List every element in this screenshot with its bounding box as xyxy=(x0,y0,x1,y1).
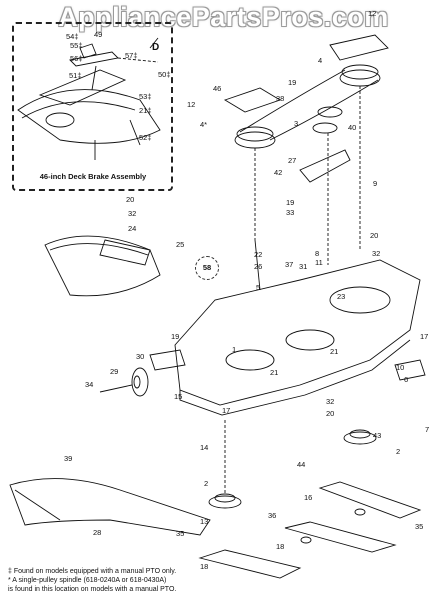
part-label: 50‡ xyxy=(158,70,171,79)
part-label: 44 xyxy=(297,460,306,469)
part-label: 12 xyxy=(368,9,377,18)
pulleys-belt-drawing xyxy=(223,34,389,265)
deck-housing-drawing xyxy=(149,239,426,416)
part-label: 4 xyxy=(318,56,323,65)
part-label: 25 xyxy=(176,240,185,249)
part-label: 3 xyxy=(294,119,299,128)
part-label: 21‡ xyxy=(139,106,152,115)
part-label: 52‡ xyxy=(139,133,152,142)
part-label: 16 xyxy=(304,493,313,502)
part-label: 11 xyxy=(315,258,323,267)
callout-circle-58: 58 xyxy=(195,256,219,280)
part-label: 18 xyxy=(276,542,285,551)
part-label: 31 xyxy=(299,262,308,271)
footnote: ‡ Found on models equipped with a manual… xyxy=(8,568,177,575)
part-label: 17 xyxy=(420,332,429,341)
part-label: 12 xyxy=(187,100,196,109)
part-label: 19 xyxy=(288,78,297,87)
part-label: 29 xyxy=(110,367,119,376)
inset-title: 46-inch Deck Brake Assembly xyxy=(39,172,147,181)
part-label: 8 xyxy=(315,249,320,258)
footnote: is found in this location on models with… xyxy=(8,586,177,593)
part-label: 37 xyxy=(285,260,294,269)
part-label: 51‡ xyxy=(69,71,82,80)
part-label: 22 xyxy=(254,250,263,259)
part-label: 39 xyxy=(64,454,73,463)
part-label: 54‡ xyxy=(66,32,79,41)
part-label: 2 xyxy=(396,447,401,456)
part-label: 23 xyxy=(337,292,346,301)
part-label: 32 xyxy=(326,397,335,406)
part-label: 20 xyxy=(126,195,135,204)
part-label: 18 xyxy=(200,562,209,571)
part-label: 20 xyxy=(370,231,379,240)
part-label: 42 xyxy=(274,168,283,177)
part-label: 4* xyxy=(200,120,208,129)
part-label: 35 xyxy=(176,529,185,538)
part-label: 21 xyxy=(330,347,339,356)
part-label: 49 xyxy=(94,30,103,39)
part-label: 2 xyxy=(204,479,209,488)
inset-brake-drawing xyxy=(17,37,161,160)
part-label: 30 xyxy=(136,352,145,361)
part-label: 9 xyxy=(373,179,378,188)
part-label: 32 xyxy=(372,249,381,258)
part-label: 1 xyxy=(232,345,237,354)
part-label: 57‡ xyxy=(125,51,138,60)
part-label: 34 xyxy=(85,380,94,389)
part-label: 56‡ xyxy=(70,54,83,63)
part-label: 32 xyxy=(128,209,137,218)
part-label: 19 xyxy=(286,198,295,207)
part-label: 15 xyxy=(174,392,183,401)
part-label: 5 xyxy=(256,283,261,292)
part-label: 40 xyxy=(348,123,357,132)
spindle-housings-drawing xyxy=(208,420,377,509)
part-label: 53‡ xyxy=(139,92,152,101)
part-label: 17 xyxy=(222,406,231,415)
part-label: 55‡ xyxy=(70,41,83,50)
part-label: 14 xyxy=(200,443,209,452)
direction-letter: D xyxy=(152,42,160,53)
part-label: 36 xyxy=(268,511,277,520)
part-label: 10 xyxy=(396,363,405,372)
part-label: 26 xyxy=(254,262,263,271)
part-label: 6 xyxy=(404,375,409,384)
watermark: AppliancePartsPros.com xyxy=(58,2,389,32)
discharge-chute-drawing xyxy=(44,235,161,297)
mulch-cover-drawing xyxy=(9,478,211,536)
part-label: 7 xyxy=(425,425,430,434)
part-label: 27 xyxy=(288,156,297,165)
part-label: 33 xyxy=(286,208,295,217)
part-label: 13 xyxy=(200,517,209,526)
footnote: * A single-pulley spindle (618-0240A or … xyxy=(8,577,167,584)
part-label: 21 xyxy=(270,368,279,377)
part-label: 24 xyxy=(128,224,137,233)
part-label: 28 xyxy=(93,528,102,537)
part-label: 38 xyxy=(276,94,285,103)
blades-drawing xyxy=(198,481,422,579)
gauge-wheel-drawing xyxy=(99,367,149,397)
part-label: 20 xyxy=(326,409,335,418)
part-label: 43 xyxy=(373,431,382,440)
part-label: 35 xyxy=(415,522,424,531)
part-label: 46 xyxy=(213,84,222,93)
part-label: 19 xyxy=(171,332,180,341)
inset-frame xyxy=(12,22,173,191)
